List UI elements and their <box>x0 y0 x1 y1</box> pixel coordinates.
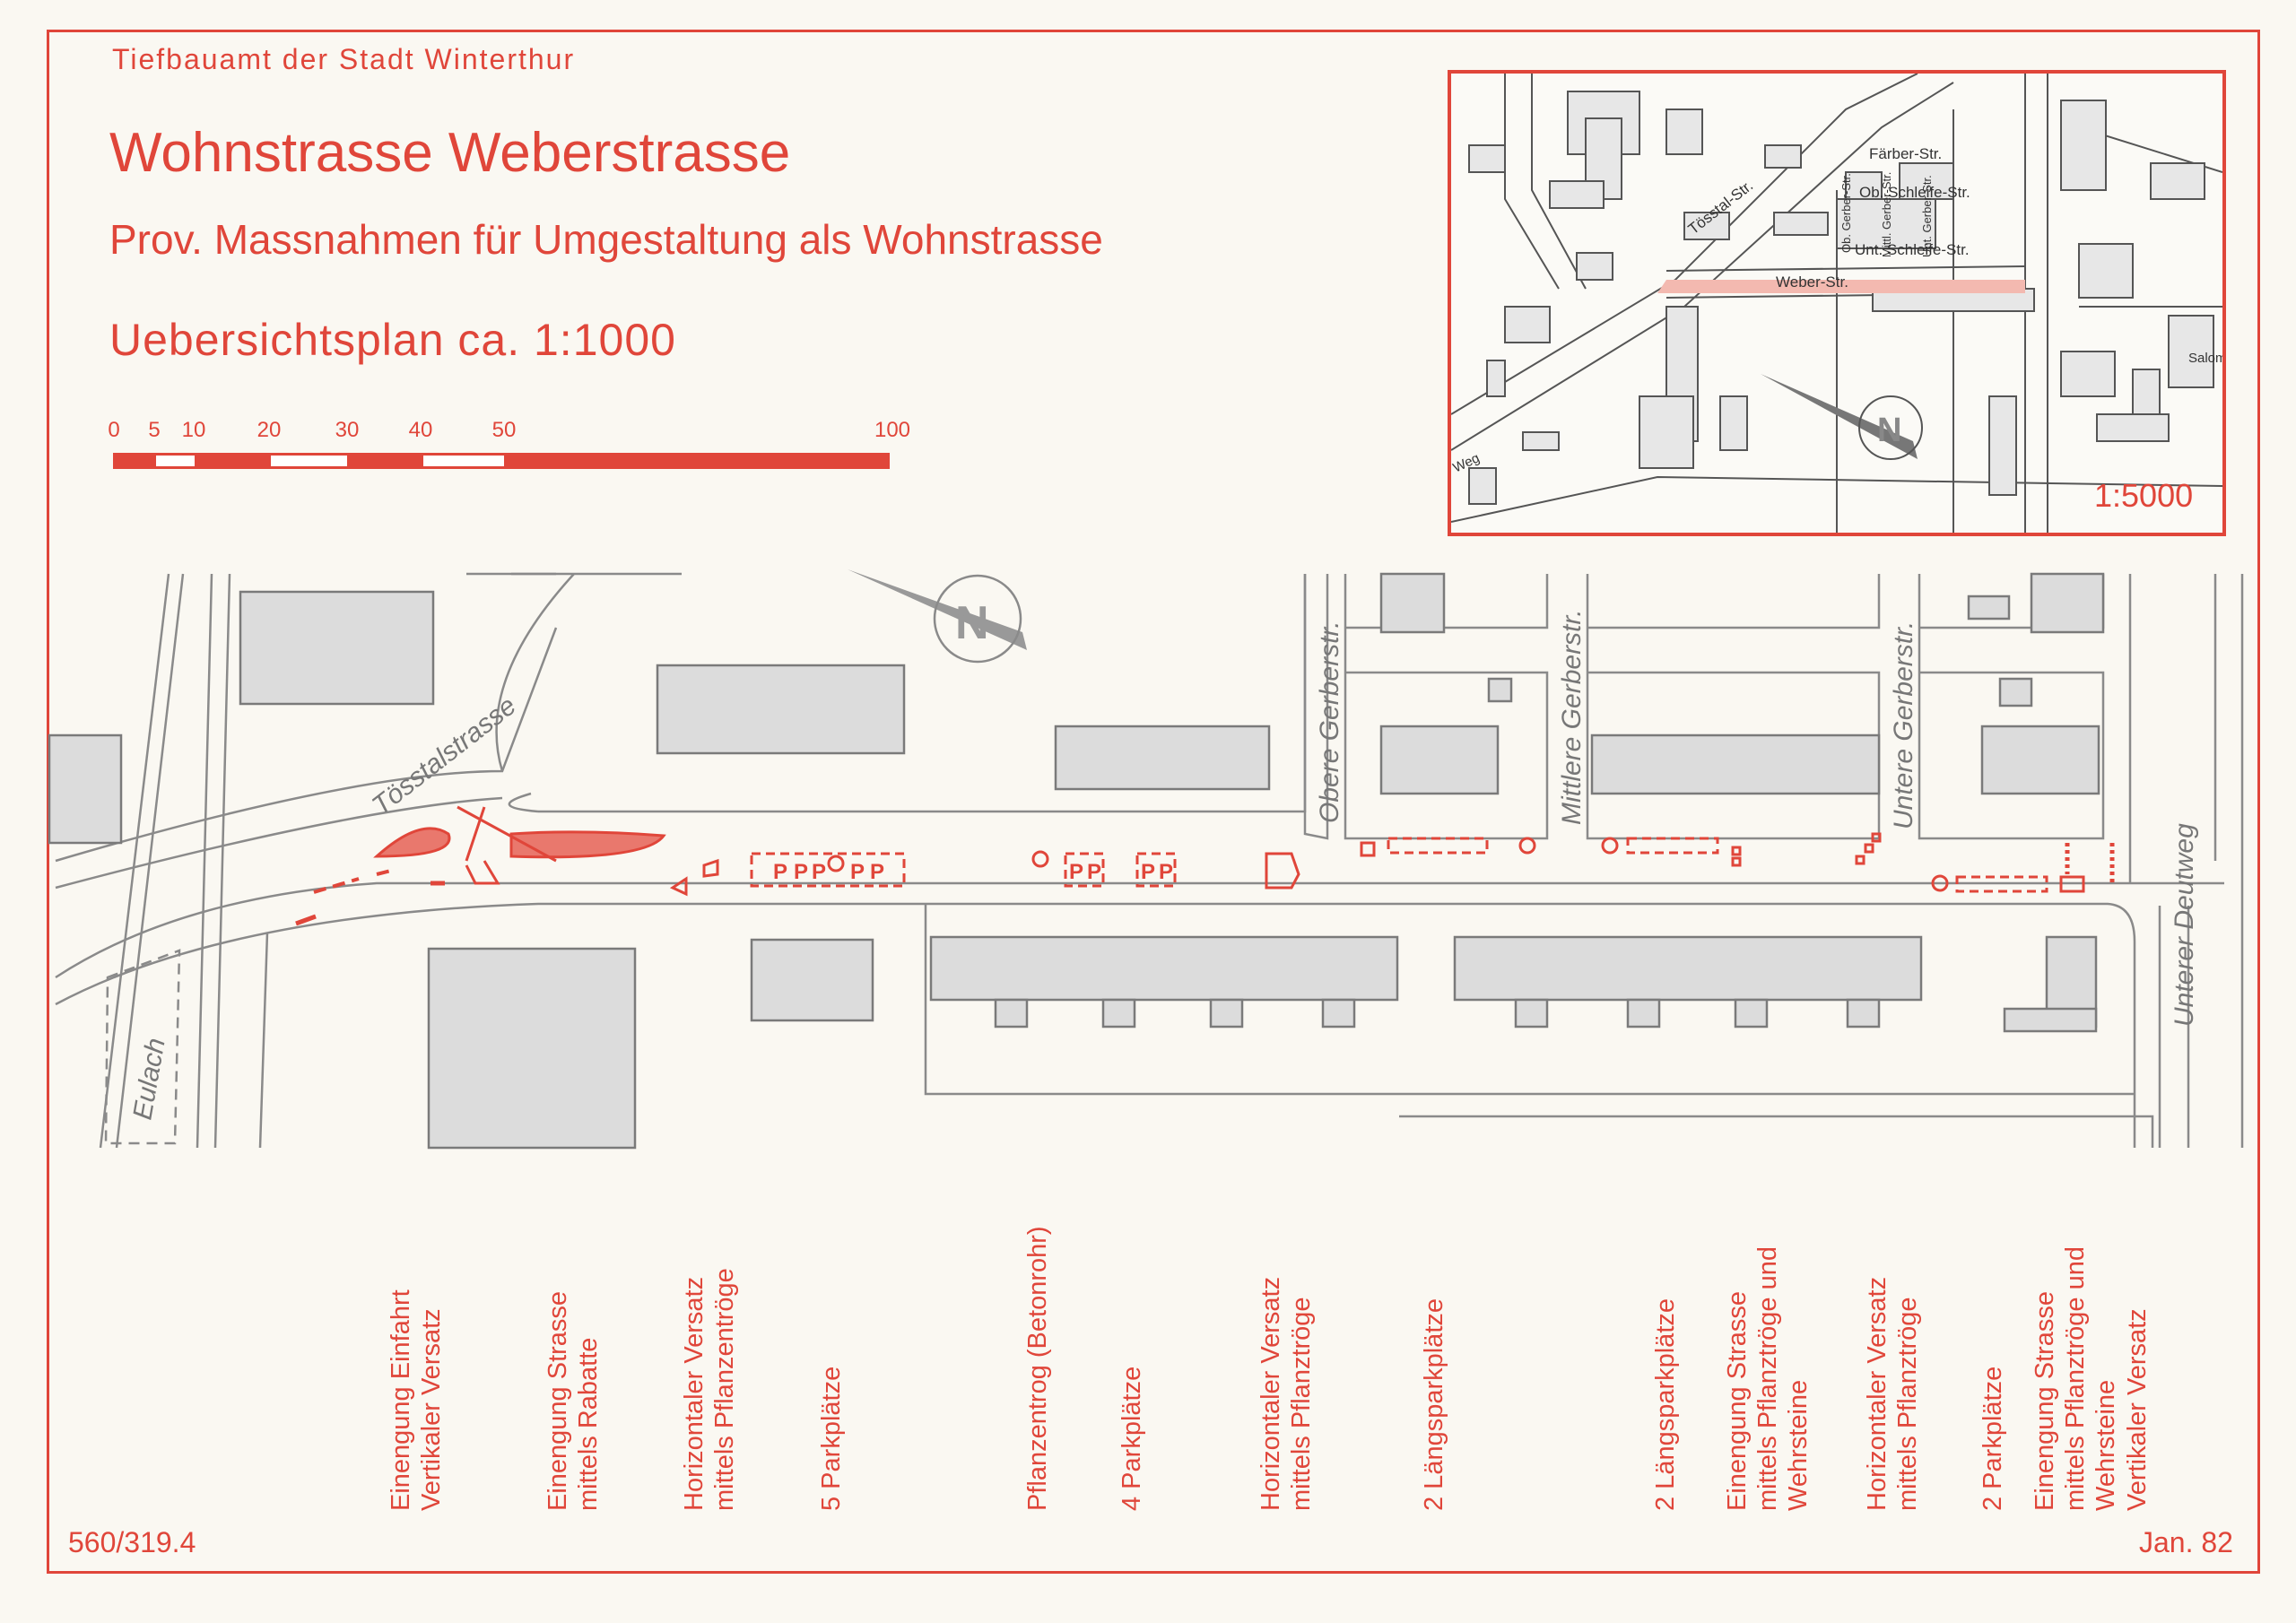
scale-tick: 40 <box>408 418 433 442</box>
parking-marker: P <box>1069 860 1083 884</box>
scale-tick: 5 <box>148 418 161 442</box>
inset-label: Unt. Gerber-Str. <box>1920 175 1934 257</box>
plan-number: 560/319.4 <box>68 1526 196 1558</box>
parking-marker: P <box>773 860 787 884</box>
inset-label: Ob. Gerber-Str. <box>1839 173 1853 253</box>
legend-item: 2 Längsparkplätze <box>1651 1298 1680 1511</box>
street-label: Untere Gerberstr. <box>1889 621 1918 829</box>
legend-item: 2 Parkplätze <box>1979 1366 2007 1511</box>
scale-bar <box>113 453 890 469</box>
scale-tick: 20 <box>257 418 282 442</box>
legend-item: 5 Parkplätze <box>817 1366 846 1511</box>
street-label: Eulach <box>127 1036 170 1122</box>
plan-subtitle: Prov. Massnahmen für Umgestaltung als Wo… <box>109 216 1103 263</box>
parking-marker: P <box>1159 860 1173 884</box>
scale-tick: 10 <box>181 418 206 442</box>
inset-north-label: N <box>1877 412 1901 449</box>
scale-tick: 50 <box>491 418 517 442</box>
inset-label: Unt. Schleife-Str. <box>1855 241 1970 258</box>
plan-date: Jan. 82 <box>2139 1526 2233 1558</box>
legend-item: 4 Parkplätze <box>1118 1366 1146 1511</box>
street-outlines <box>55 572 2244 1149</box>
inset-scale-label: 1:5000 <box>2094 477 2194 514</box>
traffic-measures <box>295 805 2115 926</box>
inset-label: Färber-Str. <box>1869 145 1942 162</box>
street-label: Obere Gerberstr. <box>1315 621 1344 823</box>
scale-tick: 30 <box>335 418 360 442</box>
drawing-frame <box>47 30 2260 1574</box>
scale-label: Uebersichtsplan ca. 1:1000 <box>109 315 676 365</box>
overview-map-inset: Tösstal-Str. Färber-Str. Ob. Schleife-St… <box>1448 70 2226 536</box>
buildings <box>48 572 2105 1150</box>
parking-marker: P <box>1141 860 1155 884</box>
inset-north-arrow: N <box>1761 374 1923 460</box>
street-label: Unterer Deutweg <box>2170 823 2199 1027</box>
street-label: Mittlere Gerberstr. <box>1557 609 1587 825</box>
parking-marker: P <box>850 860 865 884</box>
inset-label: Salom. <box>2188 351 2222 366</box>
parking-marker: P <box>1087 860 1101 884</box>
overview-map: Tösstal-Str. Färber-Str. Ob. Schleife-St… <box>1451 74 2222 533</box>
north-label: N <box>955 597 989 649</box>
scale-tick: 0 <box>108 418 120 442</box>
scale-tick: 100 <box>874 418 911 442</box>
inset-label: Mittl. Gerber-Str. <box>1880 172 1893 257</box>
plan-title: Wohnstrasse Weberstrasse <box>109 122 791 184</box>
parking-marker: P <box>812 860 826 884</box>
office-name: Tiefbauamt der Stadt Winterthur <box>112 43 576 75</box>
legend-item: Pflanzentrog (Betonrohr) <box>1023 1226 1052 1511</box>
inset-label: Weber-Str. <box>1776 273 1848 291</box>
parking-markers: P P P P P P P P P <box>773 860 1173 884</box>
north-arrow: N <box>848 569 1027 664</box>
inset-label: Ob. Schleife-Str. <box>1859 184 1970 201</box>
parking-marker: P <box>794 860 808 884</box>
legend-item: 2 Längsparkplätze <box>1420 1298 1448 1511</box>
parking-marker: P <box>870 860 884 884</box>
